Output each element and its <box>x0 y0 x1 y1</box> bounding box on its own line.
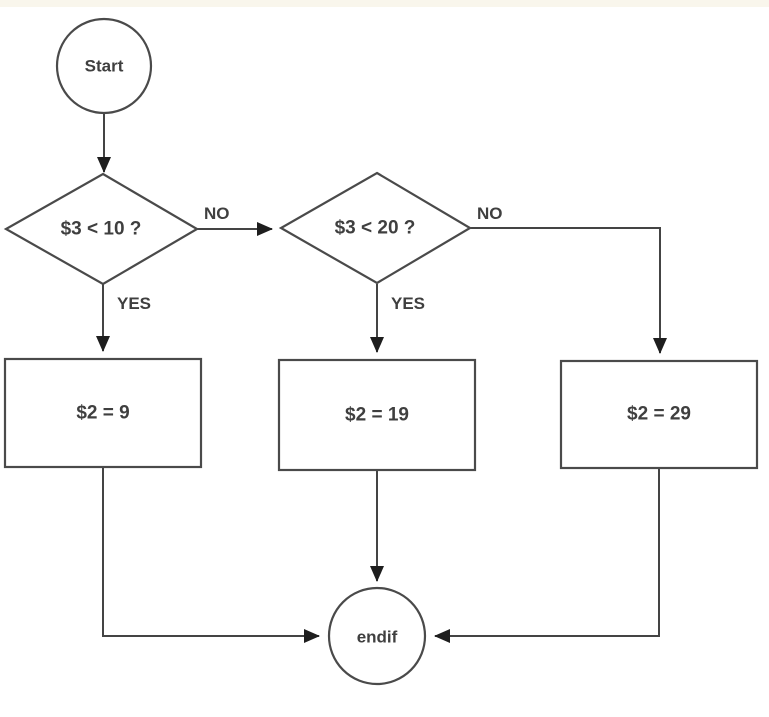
decision2-node-label: $3 < 20 ? <box>335 218 416 239</box>
edge-decision2-no-to-assign29 <box>470 227 667 354</box>
edge-label-no-1: NO <box>204 204 230 223</box>
endif-node-label: endif <box>357 628 398 647</box>
edge-assign29-to-endif <box>434 468 660 643</box>
edge-label-yes-1: YES <box>117 294 151 313</box>
page-top-strip <box>0 0 769 7</box>
start-node-label: Start <box>85 57 124 76</box>
edge-assign9-to-endif <box>102 467 320 643</box>
assign29-node-label: $2 = 29 <box>627 404 691 425</box>
assign9-node-label: $2 = 9 <box>76 403 129 424</box>
decision1-node-label: $3 < 10 ? <box>61 219 142 240</box>
assign9-node <box>3 357 203 469</box>
endif-node <box>327 586 427 686</box>
edge-label-yes-2: YES <box>391 294 425 313</box>
assign29-node <box>559 359 759 470</box>
decision1-node <box>3 172 200 286</box>
start-node <box>55 17 153 115</box>
assign19-node-label: $2 = 19 <box>345 405 409 426</box>
assign19-node <box>277 358 477 472</box>
decision2-node <box>278 171 473 285</box>
edge-label-no-2: NO <box>477 204 503 223</box>
